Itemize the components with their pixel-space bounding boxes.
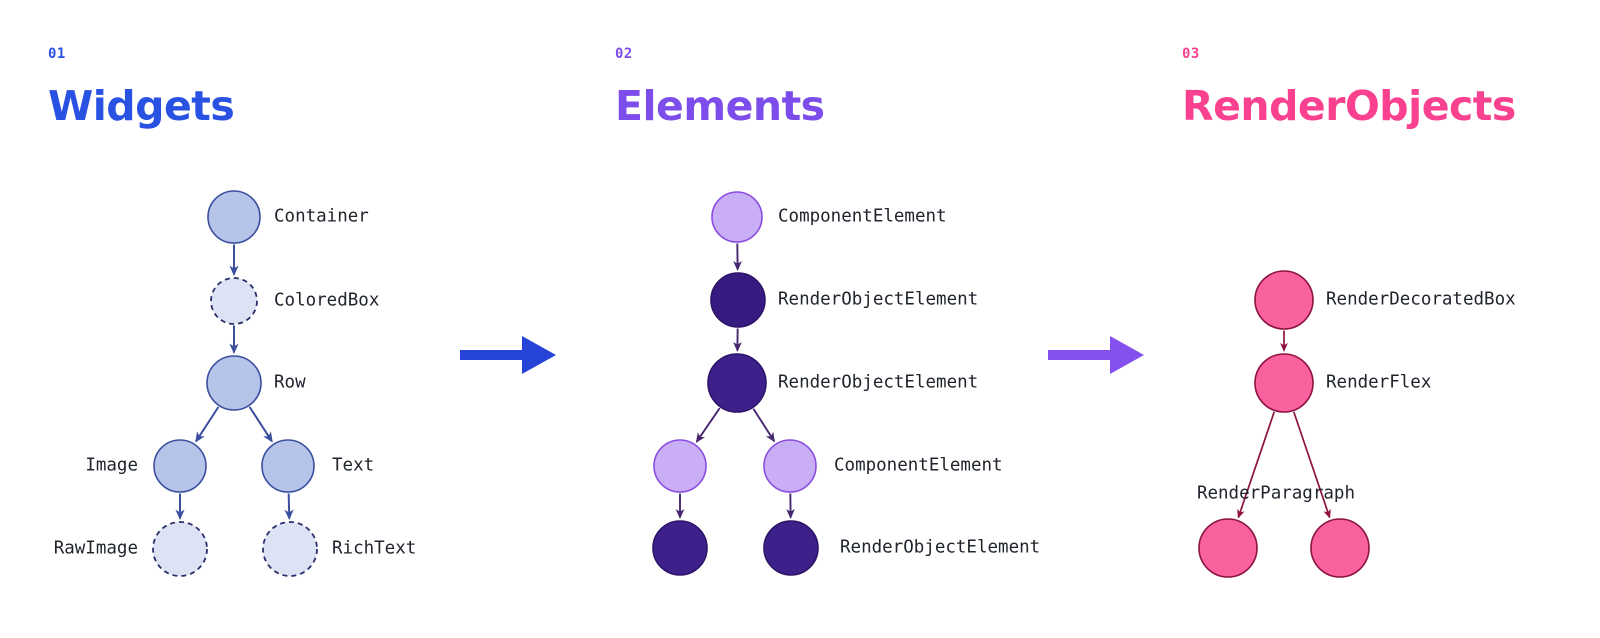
tree-node-label: Image (85, 455, 138, 476)
tree-node-componentelement[interactable] (653, 439, 707, 493)
tree-edge (1292, 411, 1331, 519)
panel-widgets: 01 Widgets (0, 0, 560, 638)
panel-elements: 02 Elements (560, 0, 1130, 638)
tree-node-renderparagraph[interactable] (1198, 518, 1258, 578)
tree-node-renderobjectelement[interactable] (763, 520, 819, 576)
panel-index-02: 02 (615, 46, 633, 62)
tree-node-componentelement[interactable] (711, 191, 763, 243)
panel-title-elements: Elements (615, 82, 825, 130)
tree-edge (1237, 411, 1276, 519)
tree-node-label: Container (274, 206, 369, 227)
tree-node-label: RenderParagraph (1196, 483, 1355, 504)
tree-node-text[interactable] (261, 439, 315, 493)
tree-node-label: RawImage (53, 538, 138, 559)
tree-node-richtext[interactable] (262, 521, 318, 577)
tree-edge (752, 408, 775, 443)
tree-node-label: ColoredBox (274, 290, 380, 311)
tree-node-label: RenderObjectElement (840, 537, 1041, 558)
tree-node-renderparagraph[interactable] (1310, 518, 1370, 578)
tree-node-renderflex[interactable] (1254, 353, 1314, 413)
tree-node-label: RenderDecoratedBox (1326, 289, 1516, 310)
tree-node-image[interactable] (153, 439, 207, 493)
tree-node-label: RichText (332, 538, 417, 559)
tree-edge (248, 406, 273, 443)
tree-node-label: Row (274, 372, 306, 393)
tree-node-label: ComponentElement (778, 206, 947, 227)
tree-node-container[interactable] (207, 190, 261, 244)
tree-node-label: RenderObjectElement (778, 289, 979, 310)
panel-title-renderobjects: RenderObjects (1182, 82, 1516, 130)
tree-node-label: RenderObjectElement (778, 372, 979, 393)
tree-node-renderobjectelement[interactable] (710, 272, 766, 328)
tree-node-label: ComponentElement (834, 455, 1003, 476)
connector-arrow-elements-to-renderobjects (1048, 336, 1144, 374)
tree-edge (284, 493, 294, 521)
tree-node-rawimage[interactable] (152, 521, 208, 577)
tree-node-row[interactable] (206, 355, 262, 411)
tree-node-componentelement[interactable] (763, 439, 817, 493)
tree-node-renderobjectelement[interactable] (652, 520, 708, 576)
connector-arrow-widgets-to-elements (460, 336, 556, 374)
tree-node-renderdecoratedbox[interactable] (1254, 270, 1314, 330)
tree-node-coloredbox[interactable] (210, 277, 258, 325)
panel-index-01: 01 (48, 46, 66, 62)
panel-title-widgets: Widgets (48, 82, 235, 130)
panel-index-03: 03 (1182, 46, 1200, 62)
tree-node-renderobjectelement[interactable] (707, 353, 767, 413)
tree-node-label: RenderFlex (1326, 372, 1432, 393)
panel-renderobjects: 03 RenderObjects (1130, 0, 1600, 638)
tree-node-label: Text (332, 455, 375, 476)
tree-edge (695, 407, 721, 443)
tree-edge (195, 406, 220, 443)
